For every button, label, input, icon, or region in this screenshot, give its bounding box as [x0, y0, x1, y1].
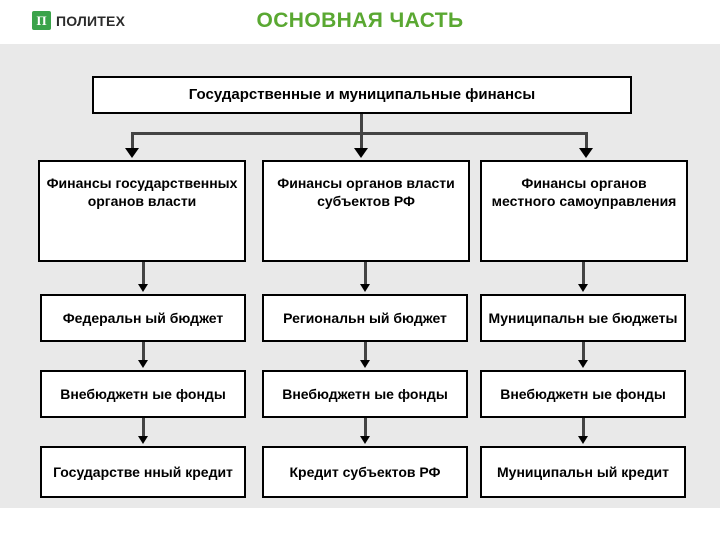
connector-col2-level3-level4 [364, 342, 367, 362]
arrowhead-col3-level2 [579, 148, 593, 158]
connector-col3-level3-level4 [582, 342, 585, 362]
connector-drop-col2 [360, 132, 363, 150]
node-municipal-budgets: Муниципальн ые бюджеты [480, 294, 686, 342]
arrowhead-col2-level4 [360, 360, 370, 368]
connector-col1-level3-level4 [142, 342, 145, 362]
polytech-logo-icon: П [32, 11, 51, 30]
connector-col2-level4-level5 [364, 418, 367, 438]
arrowhead-col2-level3 [360, 284, 370, 292]
node-finance-subject-authorities: Финансы органов власти субъектов РФ [262, 160, 470, 262]
arrowhead-col2-level2 [354, 148, 368, 158]
arrowhead-col1-level2 [125, 148, 139, 158]
connector-col3-level2-level3 [582, 262, 585, 286]
connector-horizontal-bus [131, 132, 586, 135]
arrowhead-col3-level4 [578, 360, 588, 368]
node-extrabudgetary-funds-col2: Внебюджетн ые фонды [262, 370, 468, 418]
arrowhead-col3-level3 [578, 284, 588, 292]
content-panel: Государственные и муниципальные финансы … [0, 44, 720, 508]
finance-hierarchy-diagram: Государственные и муниципальные финансы … [0, 44, 720, 508]
connector-drop-col3 [585, 132, 588, 150]
page-title: ОСНОВНАЯ ЧАСТЬ [256, 9, 464, 32]
node-municipal-credit: Муниципальн ый кредит [480, 446, 686, 498]
node-state-credit: Государстве нный кредит [40, 446, 246, 498]
node-finance-local-authorities: Финансы органов местного самоуправления [480, 160, 688, 262]
node-subject-credit: Кредит субъектов РФ [262, 446, 468, 498]
node-root-state-municipal-finance: Государственные и муниципальные финансы [92, 76, 632, 114]
node-regional-budget: Региональн ый бюджет [262, 294, 468, 342]
brand-wordmark: ПОЛИТЕХ [56, 12, 126, 29]
connector-col3-level4-level5 [582, 418, 585, 438]
arrowhead-col3-level5 [578, 436, 588, 444]
connector-drop-col1 [131, 132, 134, 150]
node-extrabudgetary-funds-col3: Внебюджетн ые фонды [480, 370, 686, 418]
connector-col1-level2-level3 [142, 262, 145, 286]
connector-root-trunk [360, 114, 363, 134]
arrowhead-col1-level5 [138, 436, 148, 444]
node-extrabudgetary-funds-col1: Внебюджетн ые фонды [40, 370, 246, 418]
arrowhead-col2-level5 [360, 436, 370, 444]
arrowhead-col1-level3 [138, 284, 148, 292]
connector-col1-level4-level5 [142, 418, 145, 438]
connector-col2-level2-level3 [364, 262, 367, 286]
node-federal-budget: Федеральн ый бюджет [40, 294, 246, 342]
slide-header: П ПОЛИТЕХ ОСНОВНАЯ ЧАСТЬ [0, 0, 720, 44]
node-finance-state-authorities: Финансы государственных органов власти [38, 160, 246, 262]
arrowhead-col1-level4 [138, 360, 148, 368]
brand-logo: П ПОЛИТЕХ [32, 11, 125, 30]
